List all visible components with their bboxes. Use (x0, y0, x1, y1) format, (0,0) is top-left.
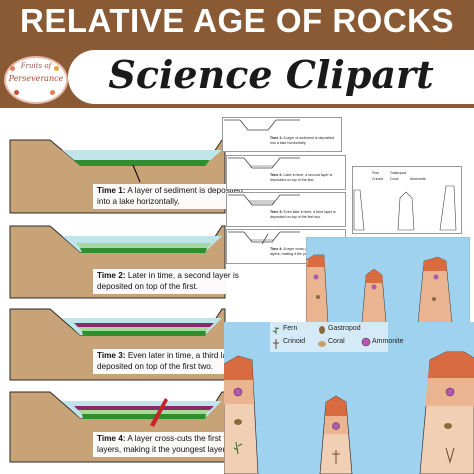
panel-4-layer-2 (78, 410, 210, 414)
panel-1-layer-1 (74, 160, 210, 166)
fossil-legend (270, 322, 388, 352)
page-title: RELATIVE AGE OF ROCKS (19, 2, 455, 39)
gastropod-icon (432, 297, 436, 301)
fern-icon (233, 441, 243, 455)
cliff-right-top-layer (428, 352, 474, 378)
caption-lead: Time 4: (97, 434, 126, 443)
mini-caption-lead: Time 3: (270, 210, 283, 214)
gastropod-icon (316, 295, 320, 299)
gastropod-icon (234, 419, 242, 425)
logo-text-top: Fruits of (20, 62, 52, 70)
mini-card-1 (222, 117, 342, 152)
ammonite-icon (313, 274, 319, 280)
coral-icon (318, 341, 326, 347)
cliff-left-top-layer (224, 356, 253, 380)
mini-legend-ammonite: Ammonite (410, 177, 426, 181)
crinoid-icon (273, 339, 279, 349)
cliff-middle-top-layer (325, 396, 347, 416)
brand-logo (4, 56, 68, 104)
panel-3-layer-2 (78, 327, 210, 331)
caption-lead: Time 2: (97, 271, 126, 280)
mini-caption-lead: Time 1: (270, 136, 283, 140)
legend-label-ammonite: Ammonite (372, 338, 404, 345)
ammonite-icon (433, 274, 439, 280)
mini-caption-lead: Time 2: (270, 173, 283, 177)
leaf-icon (54, 66, 59, 71)
cliff-right-top (423, 257, 447, 271)
mini-caption-text: Even later in time, a third layer is dep… (270, 210, 336, 219)
caption-text: Later in time, a second layer is deposit… (97, 271, 239, 291)
mini-legend-crinoid: Crinoid (372, 177, 384, 181)
mini-caption-text: A layer of sediment is deposited into a … (270, 136, 335, 145)
mini-caption-lead: Time 4: (270, 247, 283, 251)
caption-text: A layer cross-cuts the first two layers,… (97, 434, 237, 454)
fossil-legend-icons (272, 326, 371, 349)
mini-caption-text: Later in time, a second layer is deposit… (270, 173, 333, 182)
caption-time-1: Time 1: A layer of sediment is deposited… (93, 184, 251, 209)
panel-4-layer-3 (74, 406, 214, 410)
caption-text: A layer of sediment is deposited into a … (97, 186, 243, 206)
ammonite-icon (233, 387, 243, 397)
ammonite-icon (361, 337, 371, 347)
logo-text-bottom: Perseverance (8, 74, 64, 83)
panel-4-intrusion (150, 398, 168, 427)
legend-label-crinoid: Crinoid (283, 338, 306, 345)
caption-lead: Time 3: (97, 351, 126, 360)
fern-icon (272, 327, 280, 334)
mini-caption-2: Time 2: Later in time, a second layer is… (270, 173, 342, 182)
panel-3-layer-1 (82, 331, 206, 336)
mini-caption-3: Time 3: Even later in time, a third laye… (270, 210, 342, 219)
crinoid-icon (332, 450, 340, 464)
mini-fossil-card (352, 166, 462, 234)
leaf-icon (10, 66, 15, 71)
cliff-right (417, 256, 453, 323)
coral-icon (445, 447, 455, 464)
panel-2-layer-2 (76, 243, 212, 248)
gastropod-icon (444, 423, 452, 429)
gastropod-icon (319, 326, 325, 334)
subtitle: Science Clipart (108, 52, 434, 97)
ammonite-icon (445, 387, 455, 397)
caption-lead: Time 1: (97, 186, 126, 195)
panel-1-pointer (132, 164, 141, 183)
mini-legend-coral: Coral (390, 177, 399, 181)
ammonite-icon (332, 422, 340, 430)
legend-label-gastropod: Gastropod (328, 325, 361, 332)
caption-text: Even later in time, a third layer is dep… (97, 351, 247, 371)
fossil-cliffs-small (306, 237, 470, 323)
leaf-icon (50, 90, 55, 95)
ammonite-icon (371, 284, 377, 290)
panel-4-layer-1 (82, 414, 206, 419)
cliff-left-top (307, 255, 325, 267)
legend-label-fern: Fern (283, 325, 298, 332)
mini-legend-gastropod: Gastropod (390, 171, 407, 175)
panel-2-layer-1 (80, 248, 207, 253)
subtitle-band (68, 50, 474, 104)
leaf-icon (14, 90, 19, 95)
caption-time-2: Time 2: Later in time, a second layer is… (93, 269, 251, 294)
legend-label-coral: Coral (328, 338, 345, 345)
cliff-middle-top (365, 269, 383, 283)
mini-legend-fern: Fern (372, 171, 380, 175)
panel-3-layer-3 (74, 323, 214, 327)
mini-caption-1: Time 1: A layer of sediment is deposited… (270, 136, 340, 145)
